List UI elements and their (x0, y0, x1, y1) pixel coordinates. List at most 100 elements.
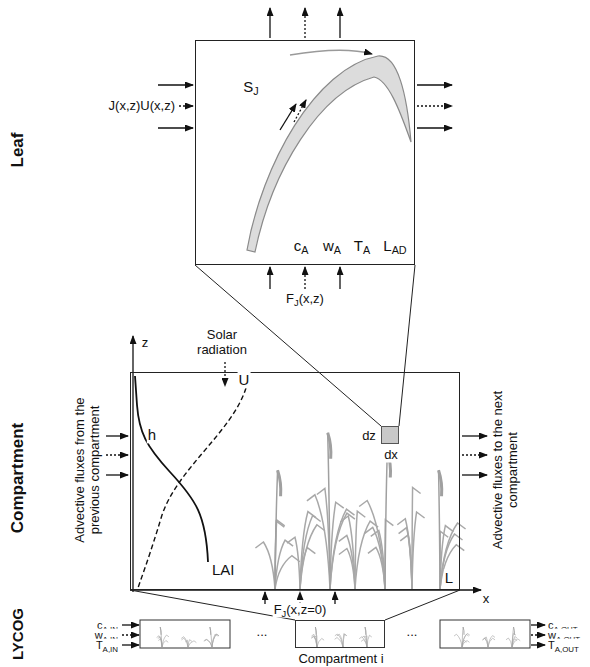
axis-label: z (141, 336, 150, 351)
text-run: ... (257, 624, 268, 639)
node-label: U (238, 371, 251, 388)
text-run: T (354, 237, 363, 254)
grass-plants (157, 433, 521, 647)
grass-stem (512, 627, 514, 647)
node-label: LAD (382, 237, 407, 254)
grass-blade (300, 516, 321, 589)
text-run: L (383, 237, 391, 254)
zoom-line (130, 590, 295, 620)
subscript: J (294, 298, 299, 308)
grass-blade (412, 512, 425, 589)
panel-title: Compartment (8, 422, 28, 535)
grass-blade (454, 634, 462, 647)
grass-blade (337, 634, 343, 647)
grass-blade (440, 545, 464, 589)
grass-blade (488, 638, 495, 647)
grass-stem (365, 627, 367, 647)
grass-blade (162, 641, 168, 647)
flux-arrow (531, 644, 545, 645)
leaf-shape (247, 56, 411, 252)
radiation-label: Solar radiation (188, 328, 256, 358)
output-label: TA,OUT (547, 639, 580, 652)
grass-blade (205, 639, 212, 647)
text-run: c (294, 237, 302, 254)
grass-panicle (315, 627, 317, 635)
flux-arrow (122, 624, 139, 625)
text-run: LAI (212, 561, 235, 578)
text-run: T (96, 639, 103, 651)
text-run: dx (384, 447, 398, 462)
grass-blade (188, 640, 192, 647)
flux-arrow (304, 267, 305, 289)
node-label: TA (353, 237, 371, 254)
text-run: S (243, 78, 253, 95)
grass-blade (335, 634, 343, 647)
grass-blade (330, 502, 344, 589)
flux-arrow (339, 8, 340, 38)
grass-stem (328, 433, 330, 589)
flux-arrow (158, 127, 193, 128)
text-run: F (286, 291, 294, 306)
advection-label: Advective fluxes from the previous compa… (73, 383, 103, 557)
text-run: dz (362, 428, 376, 443)
grass-panicle (160, 627, 162, 635)
grass-blade (343, 634, 347, 647)
text-run: Compartment (8, 423, 27, 534)
flux-arrow (269, 267, 270, 289)
grass-blade (317, 638, 324, 647)
zoom-line (399, 265, 415, 426)
grass-panicle (463, 627, 465, 635)
compartment-strip (140, 620, 230, 648)
grass-panicle (365, 627, 367, 635)
wind-profile (138, 388, 246, 588)
grass-blade (212, 634, 219, 647)
subscript: A (334, 245, 341, 257)
grass-blade (339, 549, 355, 589)
compartment-strip (440, 620, 530, 648)
grass-blade (339, 535, 355, 589)
node-label: LAI (211, 561, 236, 578)
text-run: U (239, 371, 250, 388)
flux-arrow (158, 84, 193, 85)
leaf-arrow (290, 50, 372, 55)
subscript: J (282, 609, 287, 619)
axis-label: x (482, 592, 491, 607)
grass-panicle (209, 627, 211, 635)
node-label: dz (361, 429, 377, 444)
flux-arrow (179, 105, 193, 106)
text-run: F (274, 602, 282, 617)
grass-blade (440, 523, 466, 589)
flux-arrow (280, 104, 296, 130)
height-curve (135, 376, 208, 562)
grass-stem (210, 627, 212, 647)
flux-arrow (531, 624, 545, 625)
compartment-box: h U LAI Ldzdx (130, 372, 460, 590)
ellipsis: ... (406, 625, 419, 640)
flux-arrow (417, 84, 452, 85)
grass-blade (359, 637, 367, 647)
node-label: h (147, 426, 157, 443)
grass-panicle (439, 470, 442, 496)
grass-blade (162, 635, 169, 647)
grass-blade (255, 542, 275, 589)
node-label: wA (322, 237, 342, 254)
grass-blade (275, 540, 293, 589)
flux-arrow (122, 644, 139, 645)
text-run: T (548, 639, 555, 651)
text-run: L (445, 569, 453, 586)
text-run: LYCOG (9, 608, 26, 660)
flux-arrow (106, 474, 128, 475)
flux-arrow (334, 592, 335, 604)
grass-stem (462, 627, 463, 647)
text-run: Solar radiation (197, 327, 247, 357)
flux-arrow (417, 127, 452, 128)
flux-arrow (462, 474, 487, 475)
grass-blade (181, 637, 188, 647)
flux-arrow (462, 454, 487, 455)
text-run: z (142, 335, 149, 350)
grass-blade (188, 641, 196, 647)
text-run: x (483, 591, 490, 606)
grass-stem (275, 470, 278, 589)
node-label: L (444, 569, 454, 586)
